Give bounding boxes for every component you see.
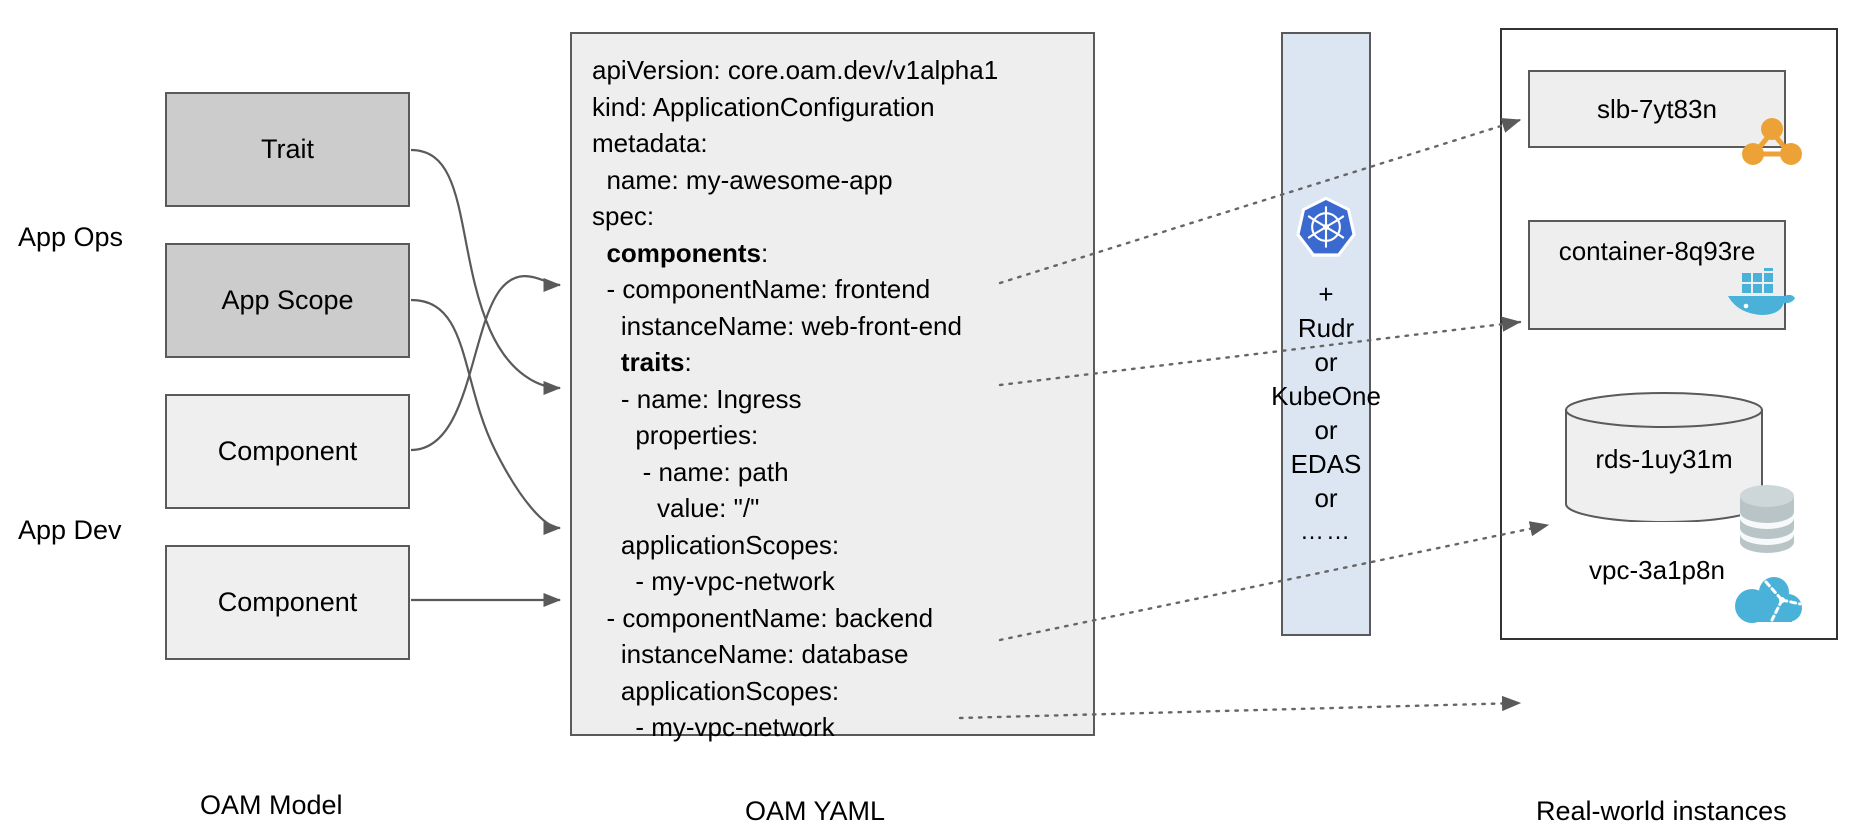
platform-stack-item-or-3: or — [1314, 483, 1338, 513]
caption-oam-yaml: OAM YAML — [745, 796, 886, 826]
yaml-line: instanceName: web-front-end — [592, 310, 962, 341]
platform-column: + Rudr or KubeOne or EDAS or …… — [1271, 32, 1381, 636]
instance-slb[interactable]: slb-7yt83n — [1528, 70, 1786, 148]
yaml-line: - name: path — [592, 456, 789, 487]
model-box-app-scope[interactable]: App Scope — [165, 243, 410, 358]
yaml-line: - componentName: frontend — [592, 274, 931, 304]
connector-trait-to-ingress — [410, 148, 562, 396]
platform-stack-item-rudr: Rudr — [1297, 313, 1355, 343]
slb-nodes-icon — [1740, 112, 1804, 173]
yaml-line: - my-vpc-network — [592, 712, 835, 742]
model-box-app-scope-label: App Scope — [221, 285, 354, 315]
model-box-component-2[interactable]: Component — [165, 545, 410, 660]
oam-yaml-text: apiVersion: core.oam.dev/v1alpha1 kind: A… — [592, 52, 998, 746]
yaml-line: kind: ApplicationConfiguration — [592, 91, 935, 122]
yaml-line: - componentName: backend — [592, 602, 934, 633]
platform-stack-item-edas: EDAS — [1290, 449, 1362, 479]
platform-stack-item-or-1: or — [1314, 347, 1338, 377]
real-world-instances-panel: slb-7yt83n container-8q93re — [1500, 28, 1838, 640]
yaml-line: properties: — [592, 420, 759, 450]
caption-real-world-instances: Real-world instances — [1536, 796, 1787, 826]
instance-slb-label: slb-7yt83n — [1597, 93, 1717, 124]
instance-vpc-label: vpc-3a1p8n — [1589, 554, 1725, 585]
model-box-trait-label: Trait — [261, 134, 314, 164]
platform-stack-list: + Rudr or KubeOne or EDAS or …… — [1271, 277, 1381, 549]
instance-vpc[interactable]: vpc-3a1p8n — [1528, 540, 1786, 600]
yaml-line: apiVersion: core.oam.dev/v1alpha1 — [592, 55, 999, 85]
yaml-line: - name: Ingress — [592, 383, 802, 414]
kubernetes-logo-icon — [1293, 194, 1359, 265]
yaml-line: metadata: — [592, 128, 708, 158]
instance-rds-label: rds-1uy31m — [1595, 444, 1733, 474]
model-box-component-2-label: Component — [217, 587, 358, 617]
model-box-trait[interactable]: Trait — [165, 92, 410, 207]
platform-stack-item-or-2: or — [1314, 415, 1338, 445]
platform-stack-item-ellipsis: …… — [1300, 518, 1352, 545]
yaml-line: instanceName: database — [592, 639, 909, 669]
yaml-line: spec: — [592, 201, 655, 231]
role-label-app-ops: App Ops — [18, 222, 124, 252]
yaml-line: traits: — [620, 347, 692, 377]
yaml-line: name: my-awesome-app — [592, 164, 893, 195]
oam-yaml-panel: apiVersion: core.oam.dev/v1alpha1 kind: A… — [570, 32, 1095, 742]
model-box-component-1[interactable]: Component — [165, 394, 410, 509]
yaml-line: - my-vpc-network — [592, 566, 835, 596]
vpc-cloud-icon — [1730, 570, 1806, 631]
connector-component1-to-frontend — [410, 275, 562, 452]
instance-container-label: container-8q93re — [1558, 236, 1756, 266]
platform-stack-item-plus: + — [1318, 279, 1334, 309]
docker-whale-icon — [1724, 263, 1796, 325]
yaml-line: value: "/" — [592, 493, 760, 523]
database-stack-icon — [1734, 482, 1800, 561]
role-label-app-dev: App Dev — [18, 515, 122, 545]
connector-appscope-to-applicationscopes — [410, 298, 562, 536]
instance-rds[interactable]: rds-1uy31m — [1564, 392, 1764, 522]
caption-oam-model: OAM Model — [200, 790, 343, 820]
yaml-line: components: — [606, 237, 769, 268]
yaml-line: applicationScopes: — [592, 529, 840, 560]
platform-stack-item-kubeone: KubeOne — [1271, 381, 1381, 411]
yaml-line: applicationScopes: — [592, 675, 840, 706]
model-box-component-1-label: Component — [217, 436, 358, 466]
